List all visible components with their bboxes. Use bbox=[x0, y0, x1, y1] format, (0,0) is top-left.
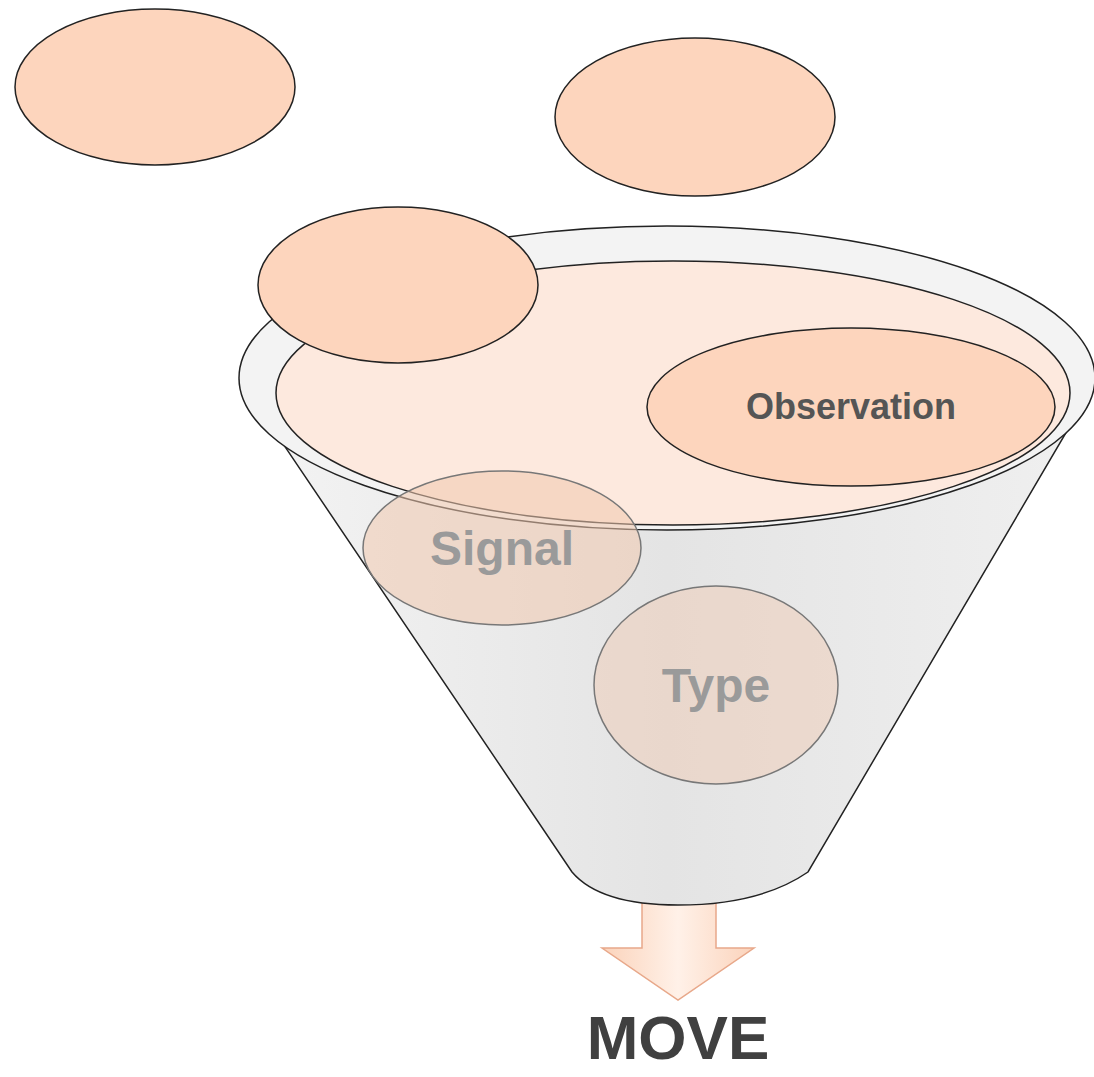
ellipse-node: Observation bbox=[646, 327, 1056, 487]
node-text: Observation bbox=[746, 386, 956, 428]
empty-ellipse bbox=[258, 207, 538, 363]
ellipse-node: Signal bbox=[362, 470, 642, 626]
empty-ellipse bbox=[15, 9, 295, 165]
node-text: Type bbox=[662, 658, 770, 713]
node-text: Signal bbox=[430, 521, 574, 576]
output-label: MOVE bbox=[587, 1002, 770, 1073]
down-arrow bbox=[602, 895, 754, 1000]
empty-ellipse bbox=[555, 38, 835, 196]
ellipse-node: Type bbox=[593, 585, 839, 785]
